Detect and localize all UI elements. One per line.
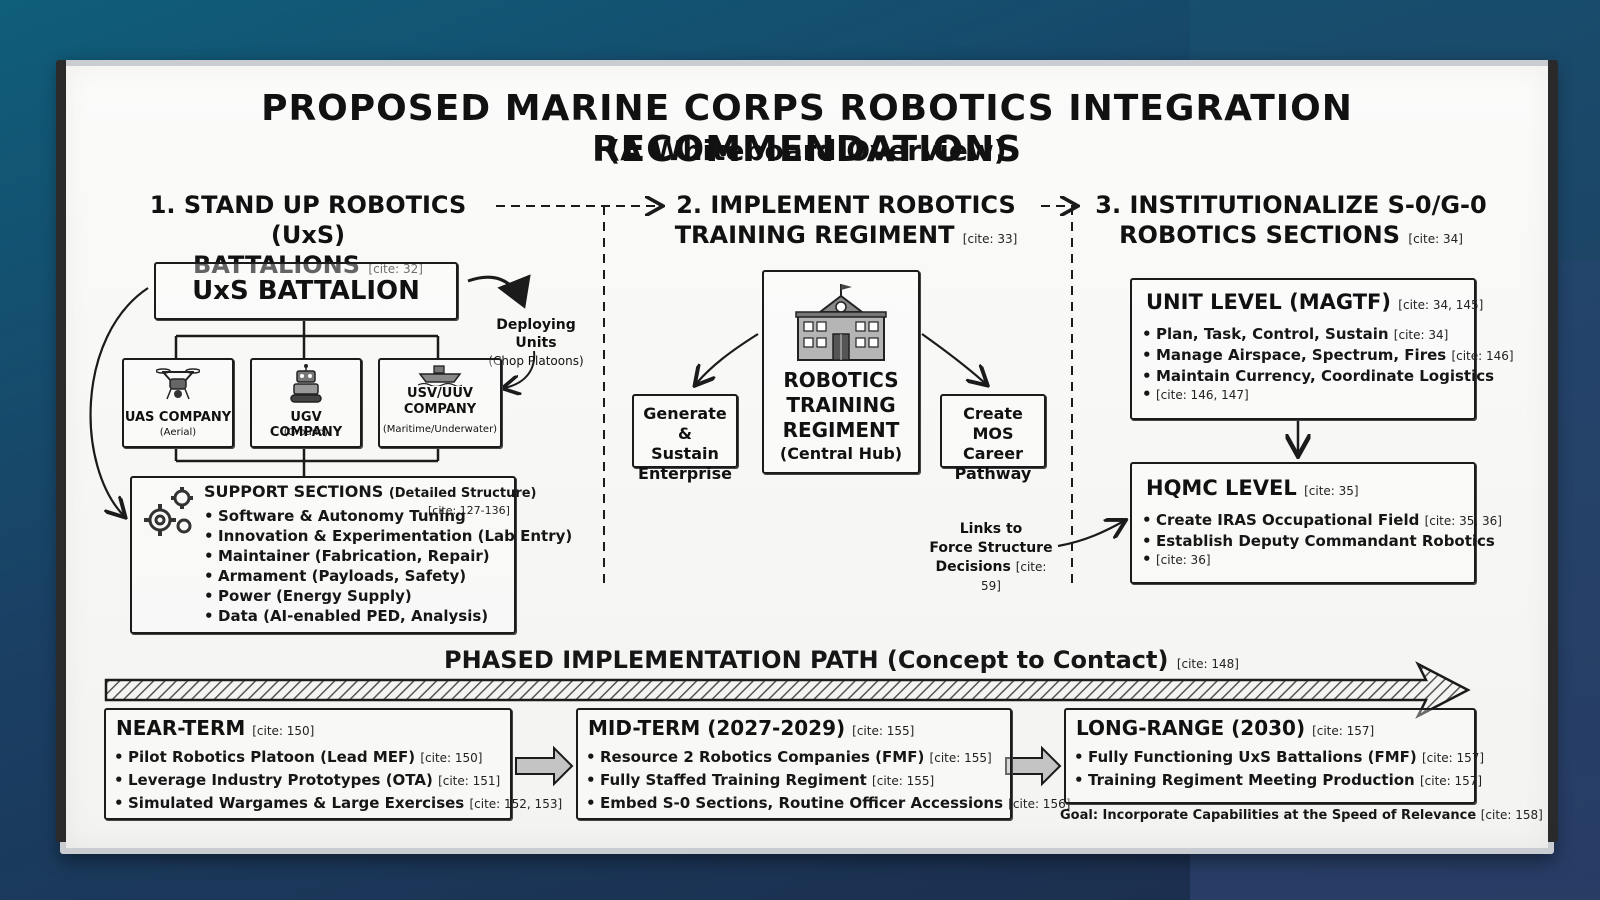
hqmc-level-title: HQMC LEVEL [cite: 35] (1146, 476, 1359, 500)
section-2-cite: [cite: 33] (962, 232, 1018, 246)
generate-sustain-box: Generate & Sustain Enterprise (632, 394, 738, 483)
support-sections-title: SUPPORT SECTIONS (Detailed Structure) (204, 482, 537, 501)
list-item: Maintain Currency, Coordinate Logistics (1142, 366, 1514, 386)
list-item: Power (Energy Supply) (204, 586, 572, 606)
list-item: Fully Functioning UxS Battalions (FMF) [… (1074, 746, 1484, 769)
deploying-units-label: Deploying Units (Chop Platoons) (488, 317, 584, 368)
phase-near-term: NEAR-TERM [cite: 150] Pilot Robotics Pla… (104, 708, 562, 820)
list-item: Data (AI-enabled PED, Analysis) (204, 606, 572, 626)
company-ugv: UGV COMPANY (Ground) (250, 358, 362, 448)
list-item: Plan, Task, Control, Sustain [cite: 34] (1142, 324, 1514, 345)
list-item: Training Regiment Meeting Production [ci… (1074, 769, 1484, 792)
company-sub: (Aerial) (159, 427, 197, 438)
hqmc-level-box: HQMC LEVEL [cite: 35] Create IRAS Occupa… (1130, 462, 1502, 584)
phase-items: Pilot Robotics Platoon (Lead MEF) [cite:… (114, 746, 562, 815)
regiment-sub: (Central Hub) (779, 444, 903, 463)
unit-level-box: UNIT LEVEL (MAGTF) [cite: 34, 145] Plan,… (1130, 278, 1514, 420)
phase-items: Resource 2 Robotics Companies (FMF) [cit… (586, 746, 1070, 815)
section-3-heading: 3. INSTITUTIONALIZE S-0/G-0 ROBOTICS SEC… (1095, 191, 1487, 249)
links-force-structure-label: Links to Force Structure Decisions [cite… (929, 521, 1053, 593)
list-item: Innovation & Experimentation (Lab Entry) (204, 526, 572, 546)
list-item: Armament (Payloads, Safety) (204, 566, 572, 586)
phase-title: LONG-RANGE (2030) [cite: 157] (1076, 716, 1375, 740)
robot-icon (290, 364, 322, 403)
phase-mid-term: MID-TERM (2027-2029) [cite: 155] Resourc… (576, 708, 1070, 820)
list-item-cite: [cite: 36] (1142, 551, 1502, 568)
drone-icon (156, 368, 200, 400)
list-item: Maintainer (Fabrication, Repair) (204, 546, 572, 566)
company-name: UGV COMPANY (269, 410, 343, 440)
list-item-cite: [cite: 146, 147] (1142, 386, 1514, 403)
list-item: Leverage Industry Prototypes (OTA) [cite… (114, 769, 562, 792)
company-usv-uuv: USV/UUV COMPANY (Maritime/Underwater) (378, 358, 502, 448)
company-uas: UAS COMPANY (Aerial) (122, 358, 234, 448)
phase-title: NEAR-TERM [cite: 150] (116, 716, 315, 740)
company-sub: (Ground) (283, 427, 329, 438)
create-mos-box: Create MOS Career Pathway (940, 394, 1046, 483)
list-item: Embed S-0 Sections, Routine Officer Acce… (586, 792, 1070, 815)
company-name: USV/UUV COMPANY (403, 386, 477, 417)
section-1-cite: [cite: 32] (368, 262, 423, 276)
whiteboard: PROPOSED MARINE CORPS ROBOTICS INTEGRATI… (56, 60, 1558, 854)
gears-icon (144, 487, 193, 536)
support-sections-box: SUPPORT SECTIONS (Detailed Structure) [c… (130, 476, 572, 634)
list-item: Software & Autonomy Tuning (204, 506, 572, 526)
section-1-heading: 1. STAND UP ROBOTICS (UxS) BATTALIONS [c… (149, 191, 467, 279)
list-item: Create IRAS Occupational Field [cite: 35… (1142, 510, 1502, 531)
phase-items: Fully Functioning UxS Battalions (FMF) [… (1074, 746, 1484, 792)
unit-level-items: Plan, Task, Control, Sustain [cite: 34] … (1142, 324, 1514, 403)
boat-icon (418, 365, 462, 386)
list-item: Resource 2 Robotics Companies (FMF) [cit… (586, 746, 1070, 769)
unit-level-title: UNIT LEVEL (MAGTF) [cite: 34, 145] (1146, 290, 1484, 314)
list-item: Simulated Wargames & Large Exercises [ci… (114, 792, 562, 815)
list-item: Establish Deputy Commandant Robotics (1142, 531, 1502, 551)
page-title: PROPOSED MARINE CORPS ROBOTICS INTEGRATI… (261, 88, 1353, 170)
phase-title: MID-TERM (2027-2029) [cite: 155] (588, 716, 915, 740)
goal-statement: Goal: Incorporate Capabilities at the Sp… (1060, 808, 1543, 823)
school-building-icon (795, 284, 887, 361)
list-item: Pilot Robotics Platoon (Lead MEF) [cite:… (114, 746, 562, 769)
company-sub: (Maritime/Underwater) (382, 424, 498, 435)
phase-long-range: LONG-RANGE (2030) [cite: 157] Fully Func… (1064, 708, 1484, 804)
training-regiment-box: ROBOTICS TRAINING REGIMENT (Central Hub) (762, 270, 920, 474)
uxs-battalion-box: UxS BATTALION (154, 262, 458, 320)
hqmc-level-items: Create IRAS Occupational Field [cite: 35… (1142, 510, 1502, 568)
page-subtitle: (A Whiteboard Overview) (607, 134, 1007, 167)
regiment-title: ROBOTICS TRAINING REGIMENT (782, 368, 900, 442)
company-name: UAS COMPANY (124, 410, 232, 425)
phased-path-title: PHASED IMPLEMENTATION PATH (Concept to C… (444, 646, 1239, 674)
section-3-cite: [cite: 34] (1408, 232, 1463, 246)
section-2-heading: 2. IMPLEMENT ROBOTICS TRAINING REGIMENT … (674, 191, 1018, 249)
list-item: Fully Staffed Training Regiment [cite: 1… (586, 769, 1070, 792)
list-item: Manage Airspace, Spectrum, Fires [cite: … (1142, 345, 1514, 366)
support-items: Software & Autonomy Tuning Innovation & … (204, 506, 572, 626)
